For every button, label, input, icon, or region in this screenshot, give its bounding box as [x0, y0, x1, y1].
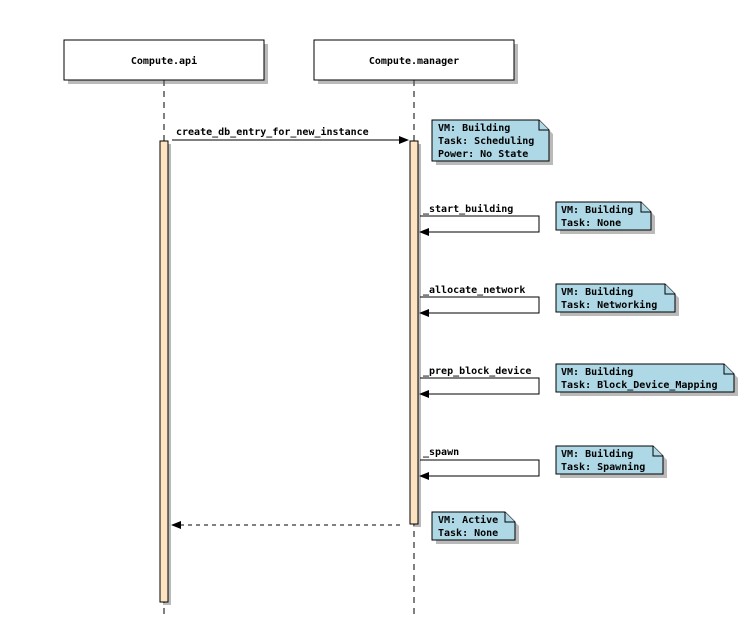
note-line: VM: Building	[438, 122, 510, 134]
note-line: Task: None	[561, 218, 621, 229]
message-spawn: _spawn	[419, 447, 540, 480]
participant-compute-manager: Compute.manager	[313, 39, 518, 84]
message-label: _spawn	[423, 447, 459, 458]
message-label: _allocate_network	[423, 285, 525, 296]
message-label: _prep_block_device	[423, 365, 531, 377]
note-block-device-mapping: VM: Building Task: Block_Device_Mapping	[555, 363, 738, 396]
message-prep-block-device: _prep_block_device	[419, 365, 540, 398]
note-line: Power: No State	[438, 149, 528, 160]
note-line: VM: Building	[561, 366, 633, 378]
note-line: VM: Active	[438, 514, 498, 526]
note-line: VM: Building	[561, 448, 633, 460]
participant-label: Compute.manager	[369, 56, 459, 67]
note-scheduling: VM: Building Task: Scheduling Power: No …	[431, 119, 553, 165]
note-line: Task: None	[438, 528, 498, 539]
note-line: Task: Scheduling	[438, 135, 534, 147]
note-line: Task: Networking	[561, 299, 657, 311]
note-line: Task: Spawning	[561, 461, 645, 473]
note-start-building: VM: Building Task: None	[555, 201, 655, 234]
participant-label: Compute.api	[131, 55, 197, 67]
participant-compute-api: Compute.api	[63, 39, 268, 84]
note-networking: VM: Building Task: Networking	[555, 283, 679, 316]
note-line: VM: Building	[561, 204, 633, 216]
note-active: VM: Active Task: None	[431, 511, 519, 544]
message-label: _start_building	[423, 203, 513, 215]
message-start-building: _start_building	[419, 203, 540, 236]
activation-compute-manager	[409, 140, 421, 527]
note-line: Task: Block_Device_Mapping	[561, 379, 718, 391]
message-allocate-network: _allocate_network	[419, 285, 540, 317]
note-line: VM: Building	[561, 286, 633, 298]
note-spawning: VM: Building Task: Spawning	[555, 445, 667, 478]
message-label: create_db_entry_for_new_instance	[176, 126, 369, 138]
activation-compute-api	[159, 140, 171, 605]
message-create-db-entry: create_db_entry_for_new_instance	[172, 126, 409, 144]
